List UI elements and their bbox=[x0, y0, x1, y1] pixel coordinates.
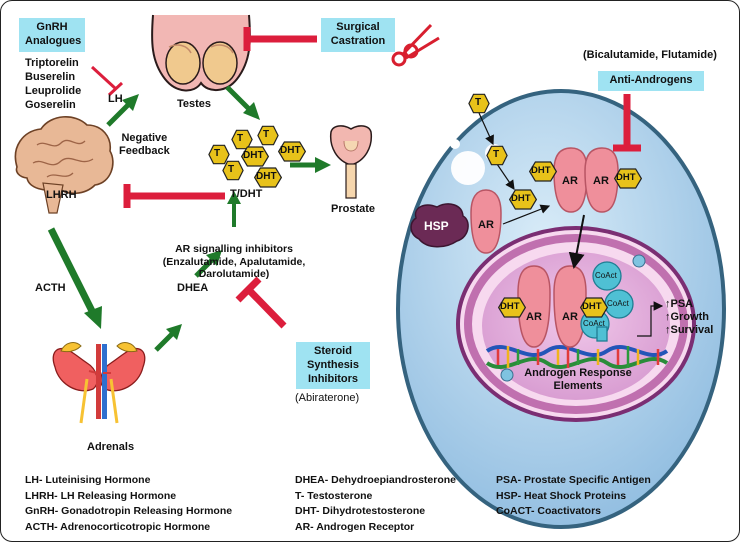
coact-label: CoAct bbox=[607, 299, 629, 308]
ar-label: AR bbox=[526, 311, 542, 323]
dht-label: DHT bbox=[616, 172, 636, 183]
hsp-complex bbox=[410, 203, 469, 248]
acth-label: ACTH bbox=[35, 282, 66, 294]
cytoplasmic-ar bbox=[470, 147, 619, 254]
ar-signalling-inhibitors-label: AR signalling inhibitors (Enzalutamide, … bbox=[162, 243, 306, 281]
prostate-illustration bbox=[329, 125, 373, 199]
ar-label: AR bbox=[478, 219, 494, 231]
dna-helix bbox=[485, 344, 669, 370]
legend-item: LH- Luteinising Hormone bbox=[25, 474, 151, 486]
legend-column-3: PSA- Prostate Specific Antigen HSP- Heat… bbox=[496, 473, 651, 520]
legend-item: CoACT- Coactivators bbox=[496, 505, 602, 517]
t-label: T bbox=[228, 164, 235, 175]
coact-label: CoAct bbox=[583, 319, 605, 328]
lh-label: LH bbox=[108, 93, 123, 105]
t-label: T bbox=[475, 97, 482, 108]
hsp-label: HSP bbox=[424, 219, 449, 233]
negative-feedback-label: Negative Feedback bbox=[119, 132, 170, 158]
gnrh-drug-list: Triptorelin Buserelin Leuprolide Goserel… bbox=[25, 57, 82, 111]
inhibition-symbols bbox=[90, 27, 641, 329]
legend-item: DHEA- Dehydroepiandrosterone bbox=[295, 474, 457, 486]
legend-item: T- Testosterone bbox=[295, 489, 373, 502]
anti-androgen-drugs-label: (Bicalutamide, Flutamide) bbox=[583, 49, 717, 61]
adrenals-label: Adrenals bbox=[87, 441, 135, 453]
ar-label: AR bbox=[593, 175, 609, 187]
legend-item: ACTH- Adrenocorticotropic Hormone bbox=[25, 520, 211, 533]
t-label: T bbox=[263, 129, 270, 140]
activation-arrows bbox=[47, 85, 331, 352]
testes-illustration bbox=[151, 14, 251, 92]
androgen-response-elements-label: Androgen Response Elements bbox=[524, 367, 632, 393]
legend-item: AR- Androgen Receptor bbox=[295, 520, 415, 533]
legend-column-1: LH- Luteinising Hormone LHRH- LH Releasi… bbox=[25, 473, 232, 535]
prostate-label: Prostate bbox=[331, 203, 376, 215]
dht-label: DHT bbox=[256, 171, 277, 182]
anti-androgens-box: Anti-Androgens bbox=[598, 71, 704, 91]
lhrh-label: LHRH bbox=[46, 189, 77, 201]
legend-item: PSA- Prostate Specific Antigen bbox=[496, 474, 651, 486]
cell-arrows bbox=[478, 112, 664, 337]
dht-label: DHT bbox=[531, 165, 551, 176]
nuclear-ar-dimer bbox=[517, 265, 587, 348]
surgical-castration-box: Surgical Castration bbox=[321, 18, 395, 52]
steroid-synthesis-inhibitors-box: Steroid Synthesis Inhibitors bbox=[296, 342, 370, 390]
t-label: T bbox=[214, 148, 221, 159]
brain-illustration bbox=[14, 116, 114, 214]
scissors-icon bbox=[391, 23, 440, 67]
t-label: T bbox=[493, 149, 500, 160]
legend-item: DHT- Dihydrotestosterone bbox=[295, 505, 426, 517]
abiraterone-label: (Abiraterone) bbox=[295, 392, 360, 404]
adrenals-illustration bbox=[52, 342, 146, 424]
dht-label: DHT bbox=[280, 145, 301, 156]
dht-label: DHT bbox=[243, 150, 264, 161]
dhea-label: DHEA bbox=[177, 282, 209, 294]
legend-item: HSP- Heat Shock Proteins bbox=[496, 489, 627, 502]
legend-item: LHRH- LH Releasing Hormone bbox=[25, 489, 177, 502]
dht-label: DHT bbox=[500, 301, 520, 312]
ar-label: AR bbox=[562, 311, 578, 323]
gnrh-analogues-box: GnRH Analogues bbox=[19, 18, 85, 52]
ar-label: AR bbox=[562, 175, 578, 187]
downstream-effects-label: ↑PSA ↑Growth ↑Survival bbox=[665, 298, 714, 336]
dht-label: DHT bbox=[511, 193, 531, 204]
t-label: T bbox=[237, 133, 244, 144]
legend-item: GnRH- Gonadotropin Releasing Hormone bbox=[25, 505, 233, 517]
coact-label: CoAct bbox=[595, 271, 617, 280]
testes-label: Testes bbox=[177, 98, 212, 110]
t-dht-label: T/DHT bbox=[230, 188, 263, 200]
dht-label: DHT bbox=[582, 301, 602, 312]
legend-column-2: DHEA- Dehydroepiandrosterone T- Testoste… bbox=[295, 473, 456, 535]
